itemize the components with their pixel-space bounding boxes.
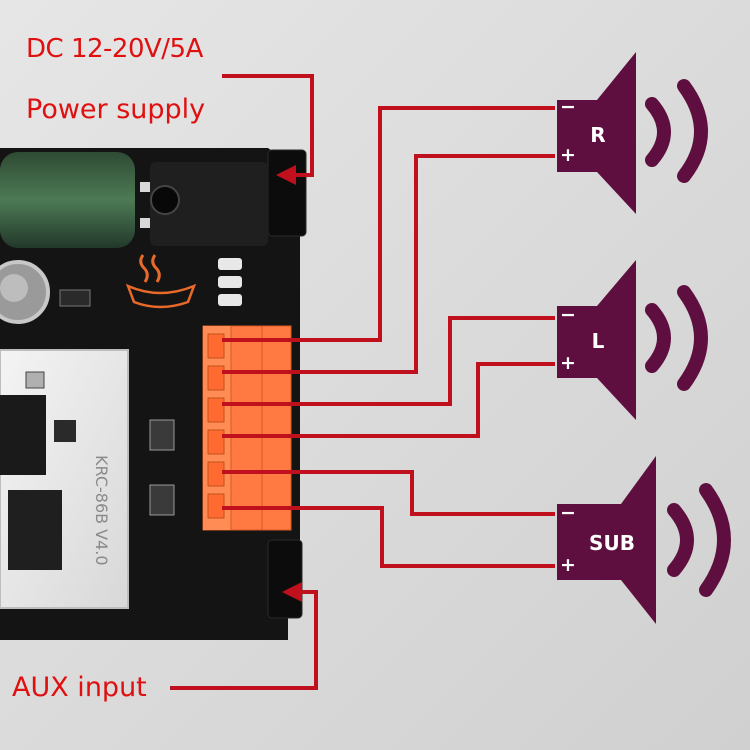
speaker-sub-minus: − xyxy=(560,502,576,524)
amplifier-board: KRC-86B V4.0 xyxy=(0,148,307,640)
dc-jack xyxy=(267,149,307,237)
wire-l-minus xyxy=(222,316,555,406)
power-supply-label: Power supply xyxy=(26,94,206,125)
wire-sub-minus xyxy=(222,470,555,516)
speaker-r-plus: + xyxy=(560,144,576,166)
wire-power xyxy=(222,74,314,177)
wire-aux xyxy=(170,590,318,690)
capacitor xyxy=(0,152,135,248)
speaker-terminal-block xyxy=(202,325,292,531)
aux-jack xyxy=(267,539,303,619)
speaker-sub xyxy=(557,456,731,624)
speaker-r xyxy=(557,52,708,214)
speaker-sub-plus: + xyxy=(560,554,576,576)
dc-jack-body xyxy=(150,162,268,246)
wire-r-plus xyxy=(222,154,555,374)
speaker-r-minus: − xyxy=(560,96,576,118)
wire-l-plus xyxy=(222,362,555,438)
wire-sub-plus xyxy=(222,506,555,568)
speaker-l-label: L xyxy=(591,329,605,353)
wiring xyxy=(170,74,555,690)
aux-input-label: AUX input xyxy=(12,672,147,703)
wire-r-minus xyxy=(222,106,555,342)
dc-spec-label: DC 12-20V/5A xyxy=(26,34,203,64)
speaker-r-label: R xyxy=(590,123,606,147)
speaker-sub-label: SUB xyxy=(589,531,635,555)
speaker-l-plus: + xyxy=(560,352,576,374)
arrow-aux xyxy=(282,582,302,602)
wire-arrows xyxy=(276,165,302,602)
speaker-l-minus: − xyxy=(560,304,576,326)
board-logo xyxy=(125,254,197,309)
speaker-l xyxy=(557,260,708,420)
arrow-power xyxy=(276,165,296,185)
module-label: KRC-86B V4.0 xyxy=(92,455,111,566)
